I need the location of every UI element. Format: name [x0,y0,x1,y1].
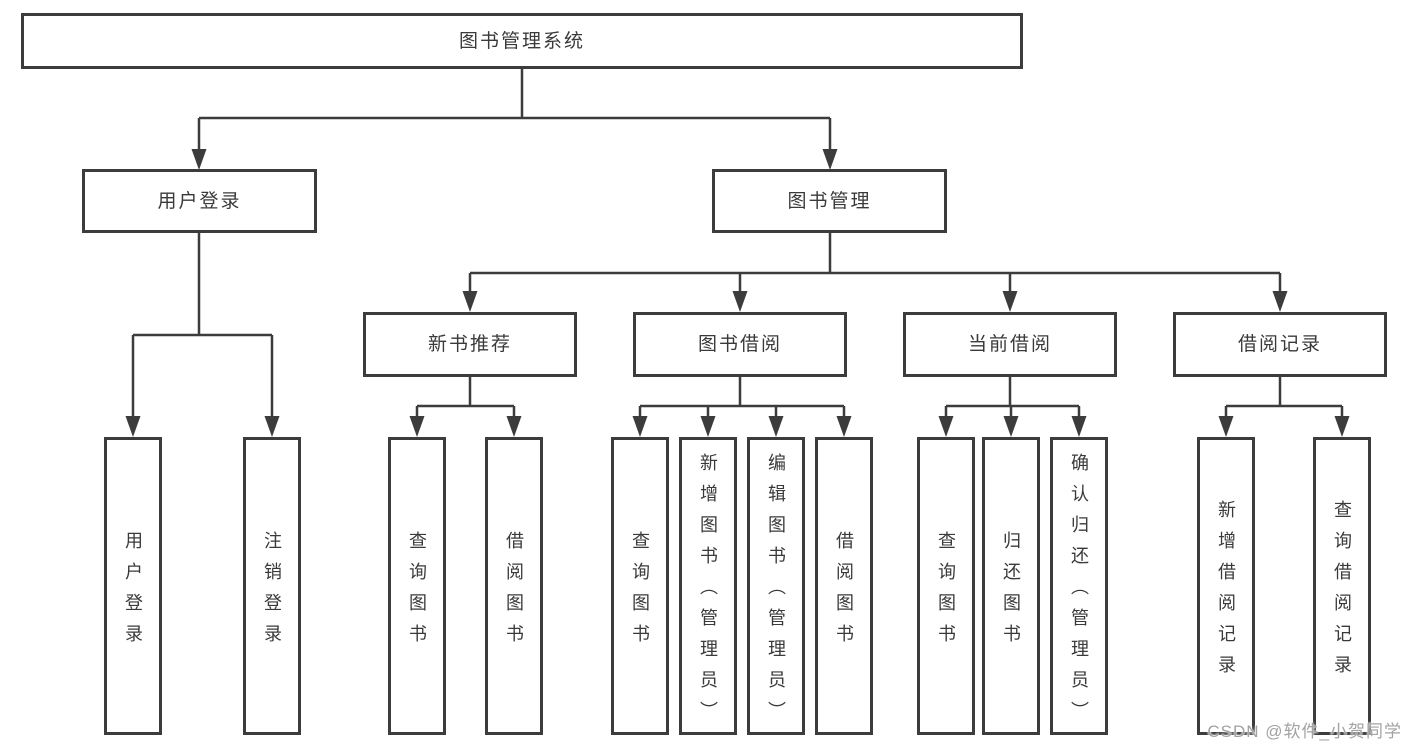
leaf-label: 借阅图书 [504,530,524,655]
leaf-label: 编辑图书（管理员） [766,453,786,732]
leaf-query-books: 查询图书 [388,437,446,735]
leaf-label: 查询图书 [407,530,427,655]
csdn-watermark: CSDN @软件_小贺同学 [1207,722,1402,741]
leaf-label: 新增借阅记录 [1216,499,1236,686]
leaf-return-books: 归还图书 [982,437,1040,735]
node-user-login: 用户登录 [82,169,317,233]
leaf-label: 归还图书 [1001,530,1021,655]
leaf-label: 注销登录 [262,530,282,655]
leaf-borrow-books: 借阅图书 [485,437,543,735]
leaf-label: 确认归还（管理员） [1069,453,1089,732]
leaf-borrow-books: 借阅图书 [815,437,873,735]
leaf-add-books-admin: 新增图书（管理员） [679,437,737,735]
leaf-edit-books-admin: 编辑图书（管理员） [747,437,805,735]
node-book-management: 图书管理 [712,169,947,233]
leaf-label: 借阅图书 [834,530,854,655]
node-book-borrow: 图书借阅 [633,312,847,377]
node-borrow-records: 借阅记录 [1173,312,1387,377]
leaf-label: 查询图书 [936,530,956,655]
leaf-query-books: 查询图书 [611,437,669,735]
leaf-label: 查询借阅记录 [1332,499,1352,686]
leaf-query-borrow-record: 查询借阅记录 [1313,437,1371,735]
arrowhead-icons [125,149,1350,437]
leaf-logout: 注销登录 [243,437,301,735]
node-library-management-system: 图书管理系统 [21,13,1023,69]
leaf-query-books: 查询图书 [917,437,975,735]
leaf-confirm-return-admin: 确认归还（管理员） [1050,437,1108,735]
leaf-label: 查询图书 [630,530,650,655]
leaf-label: 用户登录 [123,530,143,655]
leaf-user-login: 用户登录 [104,437,162,735]
leaf-label: 新增图书（管理员） [698,453,718,732]
leaf-add-borrow-record: 新增借阅记录 [1197,437,1255,735]
node-current-borrow: 当前借阅 [903,312,1117,377]
node-new-book-recommend: 新书推荐 [363,312,577,377]
